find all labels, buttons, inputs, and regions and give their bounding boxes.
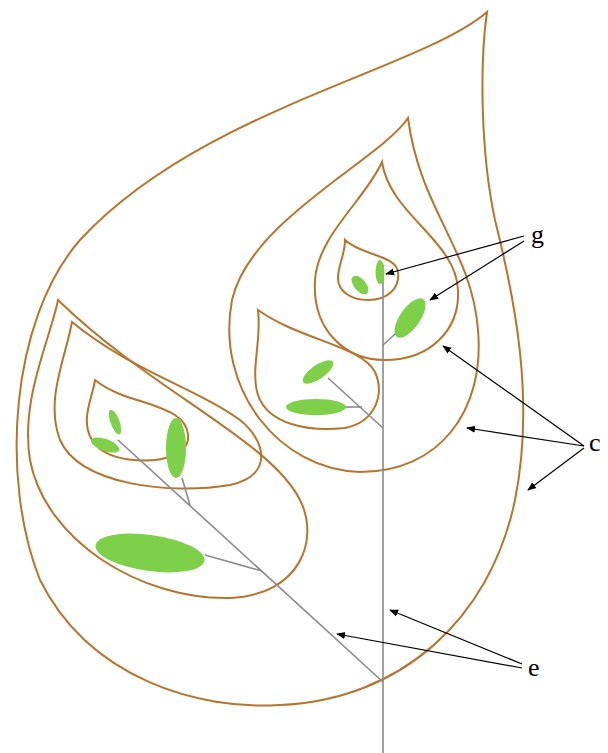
leaf — [299, 356, 337, 388]
main-stem — [382, 265, 384, 753]
leaf — [93, 528, 207, 579]
side-bud-scale — [255, 310, 379, 429]
leader-line — [430, 241, 524, 300]
part-letter: c — [589, 430, 601, 456]
right-inner-scale — [315, 162, 458, 360]
leader-line — [467, 428, 584, 446]
leaf — [106, 408, 123, 436]
leaf — [166, 418, 186, 478]
leaf-stalk — [182, 478, 190, 505]
leader-line — [443, 346, 584, 446]
leaf-stalk — [345, 406, 362, 408]
leader-line — [337, 634, 522, 668]
leaf — [376, 260, 385, 284]
left-bud-scale — [28, 300, 307, 598]
leader-line — [386, 236, 524, 274]
leaf-stalk — [205, 555, 262, 571]
leader-line — [390, 610, 522, 664]
outer-scale — [17, 12, 524, 706]
apical-bud-scale — [338, 240, 398, 300]
leader-line — [528, 448, 584, 490]
leaf — [348, 273, 371, 298]
leaf — [389, 293, 432, 342]
left-inner-scale — [55, 322, 262, 489]
part-letter: e — [528, 655, 540, 681]
leaf — [286, 399, 346, 415]
part-letter: g — [531, 222, 544, 248]
right-bud-scale — [229, 118, 478, 472]
leaf — [89, 434, 121, 456]
